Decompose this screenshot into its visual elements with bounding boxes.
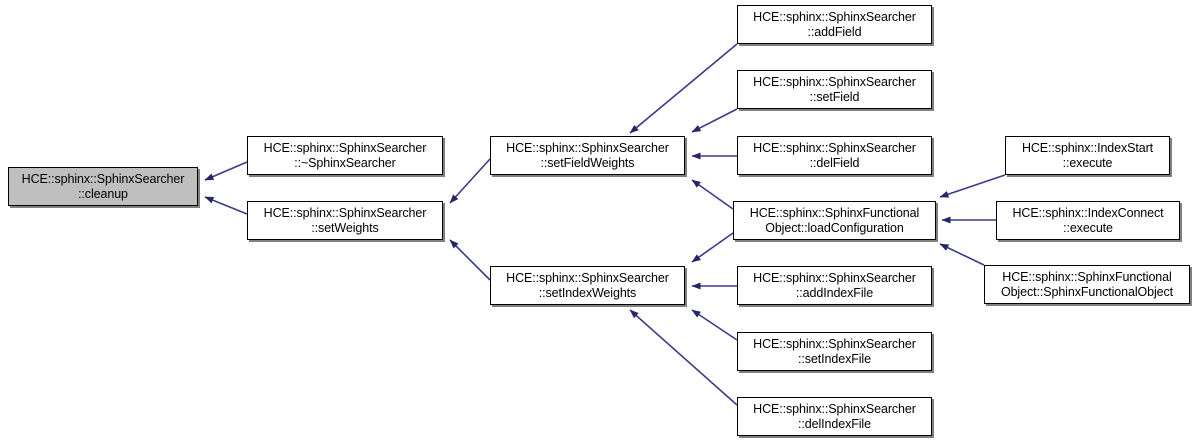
graph-node-label-line2: ::~SphinxSearcher	[294, 155, 396, 170]
graph-node-label: HCE::sphinx::SphinxSearcher::cleanup	[22, 172, 185, 202]
graph-node-label-line1: HCE::sphinx::SphinxSearcher	[753, 401, 916, 416]
graph-node-label-line1: HCE::sphinx::IndexStart	[1021, 140, 1154, 155]
graph-node-label: HCE::sphinx::IndexConnect::execute	[1012, 206, 1163, 236]
graph-node-label-line2: ::setIndexFile	[798, 351, 871, 366]
graph-node-setFieldWeights[interactable]: HCE::sphinx::SphinxSearcher::setFieldWei…	[490, 136, 685, 175]
graph-node-indexStartExecute[interactable]: HCE::sphinx::IndexStart::execute	[1005, 136, 1170, 175]
graph-edge-dtor-to-cleanup	[204, 161, 248, 181]
graph-node-label-line1: HCE::sphinx::IndexConnect	[1012, 205, 1164, 220]
graph-edge-loadConfiguration-to-setIndexWeights	[691, 232, 734, 263]
graph-node-label: HCE::sphinx::SphinxSearcher::delIndexFil…	[753, 402, 916, 432]
graph-node-label-line2: ::delIndexFile	[798, 416, 871, 431]
graph-edge-setField-to-setFieldWeights	[691, 108, 738, 133]
graph-node-label-line1: HCE::sphinx::SphinxSearcher	[753, 336, 916, 351]
graph-node-delIndexFile[interactable]: HCE::sphinx::SphinxSearcher::delIndexFil…	[737, 397, 932, 436]
graph-node-label-line2: ::addIndexFile	[795, 285, 874, 300]
graph-node-label: HCE::sphinx::SphinxSearcher::setField	[753, 75, 916, 105]
graph-node-label-line1: HCE::sphinx::SphinxFunctional	[749, 205, 920, 220]
graph-node-label-line1: HCE::sphinx::SphinxSearcher	[506, 140, 669, 155]
graph-node-delField[interactable]: HCE::sphinx::SphinxSearcher::delField	[737, 136, 932, 175]
graph-node-addIndexFile[interactable]: HCE::sphinx::SphinxSearcher::addIndexFil…	[737, 266, 932, 305]
graph-node-label-line2: ::cleanup	[78, 186, 128, 201]
graph-node-label: HCE::sphinx::SphinxSearcher::setWeights	[264, 206, 427, 236]
graph-node-label-line2: ::setWeights	[311, 220, 379, 235]
graph-node-label: HCE::sphinx::SphinxSearcher::~SphinxSear…	[264, 141, 427, 171]
graph-node-label-line1: HCE::sphinx::SphinxSearcher	[753, 74, 916, 89]
graph-edge-setWeights-to-cleanup	[204, 196, 248, 215]
graph-node-label-line2: ::setField	[809, 89, 860, 104]
graph-edge-loadConfiguration-to-setFieldWeights	[691, 179, 734, 210]
graph-node-label-line1: HCE::sphinx::SphinxSearcher	[753, 140, 916, 155]
graph-node-dtor[interactable]: HCE::sphinx::SphinxSearcher::~SphinxSear…	[247, 136, 443, 175]
graph-edge-setFieldWeights-to-setWeights	[449, 158, 491, 204]
graph-node-label-line2: ::execute	[1063, 220, 1113, 235]
graph-node-label: HCE::sphinx::SphinxSearcher::addIndexFil…	[753, 271, 916, 301]
graph-node-label-line1: HCE::sphinx::SphinxSearcher	[21, 171, 185, 186]
graph-node-label-line2: ::execute	[1062, 155, 1113, 170]
graph-node-label-line1: HCE::sphinx::SphinxSearcher	[753, 270, 916, 285]
graph-node-setField[interactable]: HCE::sphinx::SphinxSearcher::setField	[737, 70, 932, 109]
graph-node-addField[interactable]: HCE::sphinx::SphinxSearcher::addField	[737, 5, 932, 44]
graph-node-label-line2: ::delField	[809, 155, 860, 170]
graph-node-label: HCE::sphinx::SphinxSearcher::setIndexFil…	[753, 337, 916, 367]
graph-edge-indexStartExecute-to-loadConfiguration	[939, 174, 1006, 198]
graph-node-label-line2: ::addField	[807, 24, 862, 39]
graph-node-label-line2: Object::loadConfiguration	[765, 220, 904, 235]
graph-edge-addField-to-setFieldWeights	[629, 43, 738, 134]
graph-node-label-line1: HCE::sphinx::SphinxSearcher	[753, 9, 916, 24]
graph-node-label-line2: ::setFieldWeights	[540, 155, 635, 170]
graph-node-label-line1: HCE::sphinx::SphinxFunctional	[1002, 269, 1172, 284]
graph-node-cleanup: HCE::sphinx::SphinxSearcher::cleanup	[8, 167, 198, 206]
graph-node-label-line2: Object::SphinxFunctionalObject	[1000, 284, 1174, 299]
graph-node-label: HCE::sphinx::SphinxSearcher::setIndexWei…	[506, 271, 669, 301]
graph-node-label-line1: HCE::sphinx::SphinxSearcher	[263, 205, 427, 220]
graph-edge-setIndexFile-to-setIndexWeights	[691, 309, 738, 341]
graph-node-label: HCE::sphinx::SphinxSearcher::delField	[753, 141, 916, 171]
graph-node-setIndexWeights[interactable]: HCE::sphinx::SphinxSearcher::setIndexWei…	[490, 266, 685, 305]
graph-edge-sphinxFunctionalObjectCtor-to-loadConfiguration	[939, 243, 985, 266]
graph-node-label-line1: HCE::sphinx::SphinxSearcher	[506, 270, 669, 285]
graph-node-label: HCE::sphinx::IndexStart::execute	[1022, 141, 1153, 171]
graph-edge-delIndexFile-to-setIndexWeights	[629, 309, 738, 406]
graph-node-setIndexFile[interactable]: HCE::sphinx::SphinxSearcher::setIndexFil…	[737, 332, 932, 371]
graph-node-label-line2: ::setIndexWeights	[538, 285, 637, 300]
graph-edge-setIndexWeights-to-setWeights	[449, 239, 491, 281]
graph-node-label: HCE::sphinx::SphinxSearcher::setFieldWei…	[506, 141, 669, 171]
graph-node-label: HCE::sphinx::SphinxSearcher::addField	[753, 10, 916, 40]
graph-node-indexConnectExecute[interactable]: HCE::sphinx::IndexConnect::execute	[996, 201, 1180, 240]
graph-node-label-line1: HCE::sphinx::SphinxSearcher	[263, 140, 427, 155]
graph-node-setWeights[interactable]: HCE::sphinx::SphinxSearcher::setWeights	[247, 201, 443, 240]
